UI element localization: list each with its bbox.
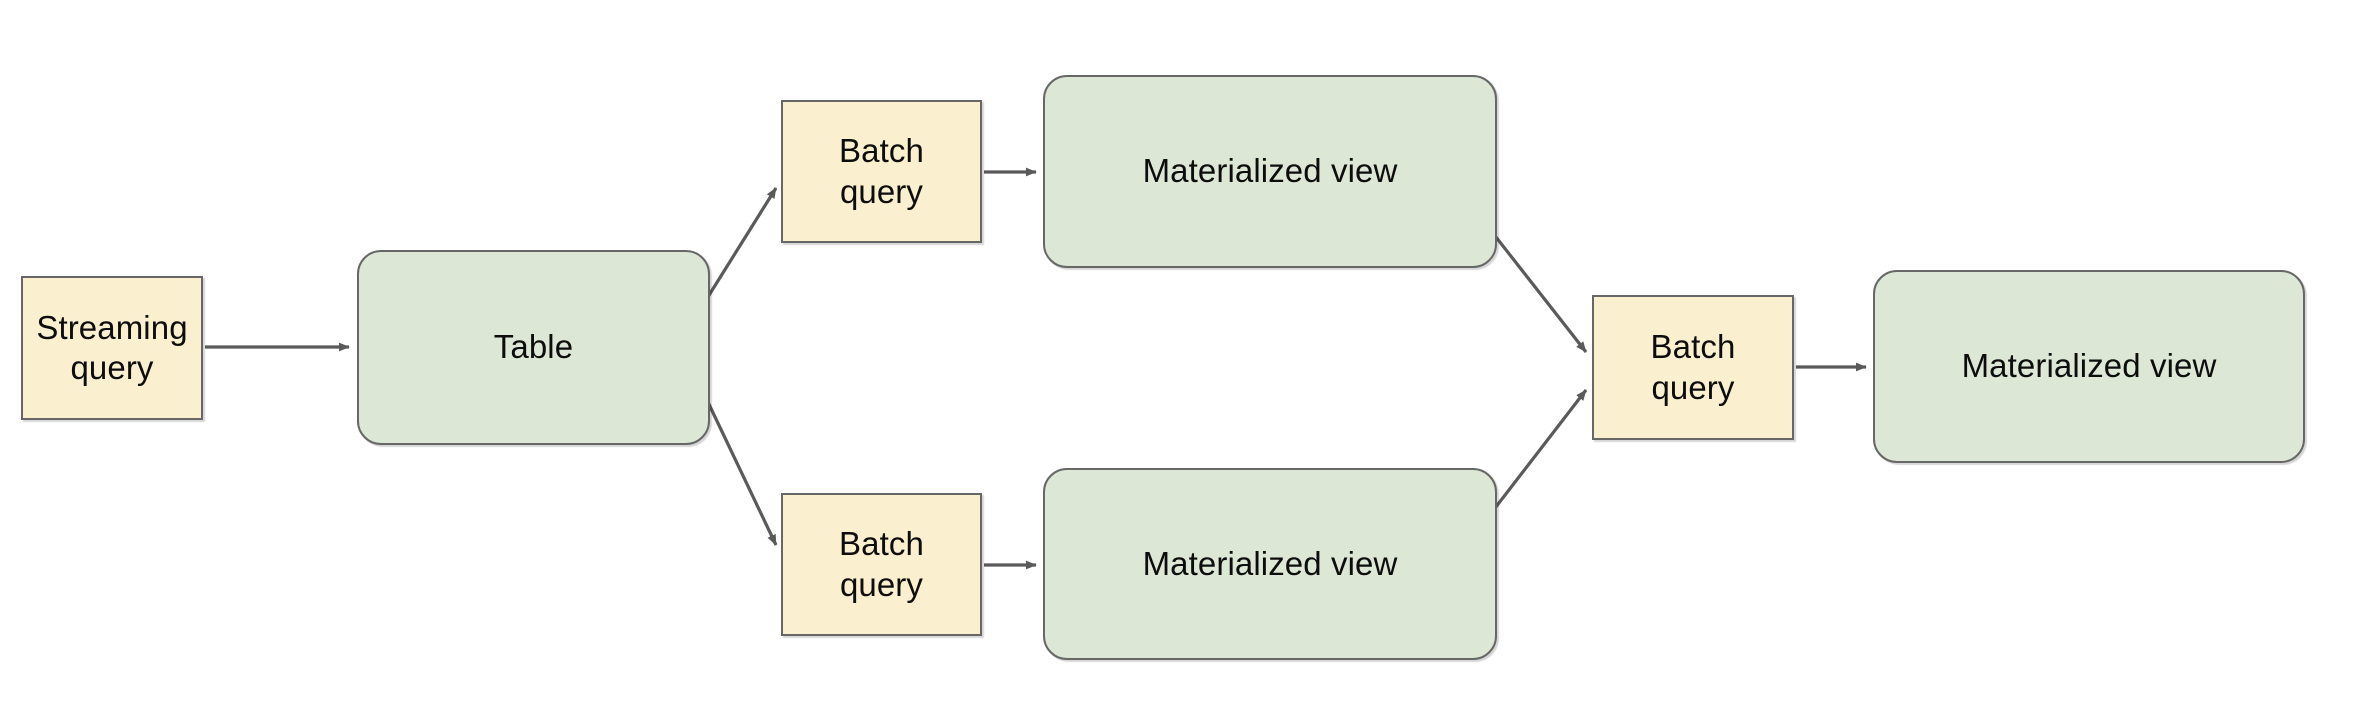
- node-label: Batch query: [839, 132, 924, 210]
- node-label: Materialized view: [1961, 347, 2217, 385]
- node-label: Materialized view: [1142, 152, 1398, 190]
- edge-mv-top-to-batch-right: [1490, 231, 1588, 353]
- node-materialized-view-right[interactable]: Materialized view: [1873, 270, 2305, 463]
- node-batch-query-right[interactable]: Batch query: [1592, 295, 1794, 440]
- edge-table-to-batch-bottom: [704, 397, 778, 546]
- node-materialized-view-bottom[interactable]: Materialized view: [1043, 468, 1497, 660]
- edge-mv-bottom-to-batch-right: [1490, 389, 1588, 513]
- edge-table-to-batch-top: [704, 187, 778, 301]
- node-label: Materialized view: [1142, 544, 1398, 582]
- node-batch-query-top[interactable]: Batch query: [781, 100, 982, 243]
- node-label: Batch query: [839, 525, 924, 603]
- node-label: Batch query: [1650, 328, 1736, 406]
- node-materialized-view-top[interactable]: Materialized view: [1043, 75, 1497, 268]
- node-table[interactable]: Table: [357, 250, 710, 445]
- node-streaming-query[interactable]: Streaming query: [21, 276, 203, 420]
- node-label: Table: [493, 328, 574, 366]
- node-label: Streaming query: [36, 308, 188, 386]
- node-batch-query-bottom[interactable]: Batch query: [781, 493, 982, 636]
